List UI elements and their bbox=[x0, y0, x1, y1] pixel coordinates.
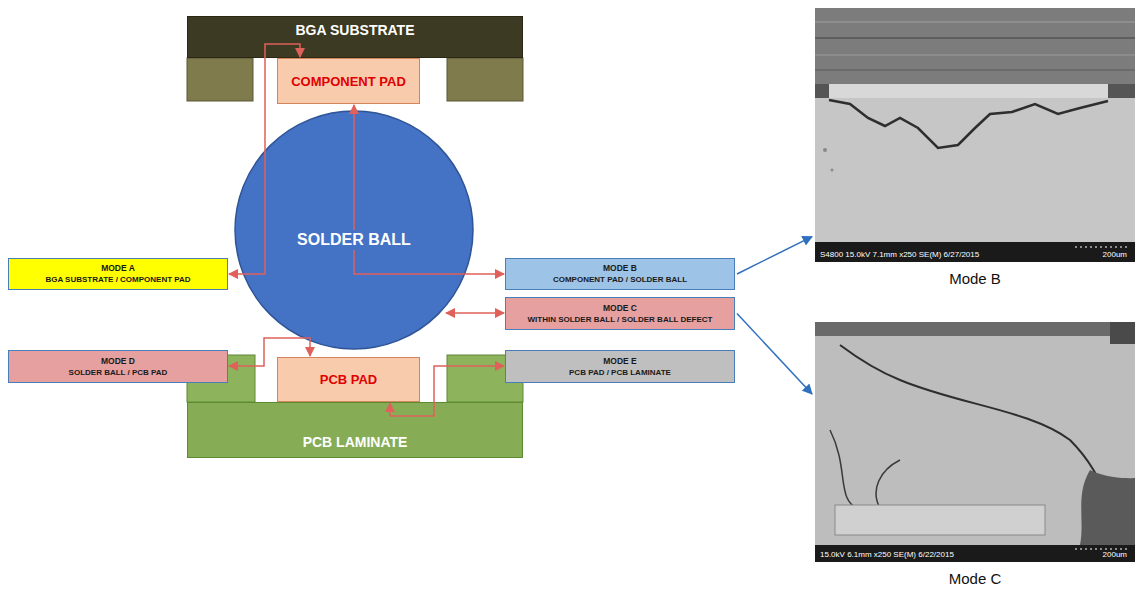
band-label: BGA SUBSTRATE bbox=[296, 22, 415, 38]
sem-info-bar bbox=[815, 545, 1135, 562]
mode-description: BGA SUBSTRATE / COMPONENT PAD bbox=[45, 274, 190, 285]
sem-image bbox=[815, 322, 1135, 562]
mode-title: MODE E bbox=[603, 356, 637, 367]
sem-mask bbox=[1108, 84, 1135, 98]
sem-info-bar bbox=[815, 242, 1135, 262]
mode-description: COMPONENT PAD / SOLDER BALL bbox=[553, 274, 687, 285]
mode-title: MODE A bbox=[101, 263, 135, 274]
sem-image: 15.0kV 6.1mm x250 SE(M) 6/22/2015200umMo… bbox=[815, 322, 1135, 562]
mode-box: MODE DSOLDER BALL / PCB PAD bbox=[8, 350, 228, 383]
connector-arrow bbox=[737, 314, 812, 395]
sem-layer bbox=[815, 8, 1135, 92]
mode-description: WITHIN SOLDER BALL / SOLDER BALL DEFECT bbox=[527, 314, 712, 325]
image-caption: Mode C bbox=[949, 570, 1002, 587]
crack-line bbox=[829, 100, 1108, 148]
sem-pad bbox=[815, 84, 1135, 98]
laminate-band: PCB LAMINATE bbox=[187, 402, 523, 458]
mode-title: MODE D bbox=[101, 356, 135, 367]
sem-mask bbox=[1110, 322, 1135, 344]
leader-line bbox=[229, 338, 310, 366]
sem-pad bbox=[835, 505, 1045, 535]
mode-title: MODE C bbox=[603, 303, 637, 314]
sem-ground bbox=[815, 8, 1135, 262]
scale-label: 200um bbox=[1103, 250, 1127, 259]
leader-line bbox=[446, 312, 504, 314]
sem-mask bbox=[815, 84, 829, 98]
void-dot bbox=[831, 169, 834, 172]
mode-description: PCB PAD / PCB LAMINATE bbox=[569, 367, 671, 378]
sem-info-text: S4800 15.0kV 7.1mm x250 SE(M) 6/27/2015 bbox=[820, 250, 979, 259]
leader-line bbox=[229, 44, 300, 274]
sem-info-text: 15.0kV 6.1mm x250 SE(M) 6/22/2015 bbox=[820, 550, 954, 559]
sem-caption-row: Mode C bbox=[815, 570, 1135, 587]
mode-box: MODE BCOMPONENT PAD / SOLDER BALL bbox=[505, 258, 735, 290]
leader-line bbox=[354, 105, 504, 274]
sem-streak bbox=[815, 22, 1135, 23]
component-pad: COMPONENT PAD bbox=[277, 58, 420, 104]
sem-streak bbox=[815, 69, 1135, 71]
substrate-band: BGA SUBSTRATE bbox=[187, 16, 523, 58]
mode-description: SOLDER BALL / PCB PAD bbox=[69, 367, 168, 378]
crack-line bbox=[830, 430, 900, 510]
pad-label: COMPONENT PAD bbox=[291, 74, 406, 89]
sem-layer bbox=[815, 322, 1135, 336]
scale-bar bbox=[1075, 549, 1128, 550]
void-dot bbox=[823, 148, 827, 152]
connector-arrow bbox=[737, 237, 812, 274]
sem-info-row: S4800 15.0kV 7.1mm x250 SE(M) 6/27/2015 2… bbox=[820, 250, 1127, 259]
solder-ball: SOLDER BALL bbox=[234, 110, 474, 350]
scale-label: 200um bbox=[1103, 550, 1127, 559]
solder-mask bbox=[187, 58, 253, 101]
scale-bar bbox=[1075, 247, 1128, 248]
sem-image bbox=[815, 8, 1135, 262]
image-caption: Mode B bbox=[949, 270, 1001, 287]
mode-box: MODE ABGA SUBSTRATE / COMPONENT PAD bbox=[8, 258, 228, 290]
band-label: PCB LAMINATE bbox=[303, 434, 408, 450]
mode-box: MODE CWITHIN SOLDER BALL / SOLDER BALL D… bbox=[505, 297, 735, 330]
ball-label: SOLDER BALL bbox=[293, 230, 415, 250]
sem-info-row: 15.0kV 6.1mm x250 SE(M) 6/22/2015 200um bbox=[820, 550, 1127, 559]
sem-streak bbox=[815, 37, 1135, 39]
sem-dark-area bbox=[1080, 470, 1135, 545]
sem-image: S4800 15.0kV 7.1mm x250 SE(M) 6/27/2015 2… bbox=[815, 8, 1135, 262]
crack-line bbox=[840, 345, 1108, 500]
leader-line bbox=[390, 366, 504, 416]
sem-streak bbox=[815, 55, 1135, 56]
mode-box: MODE EPCB PAD / PCB LAMINATE bbox=[505, 350, 735, 383]
pad-label: PCB PAD bbox=[320, 372, 378, 387]
sem-ground bbox=[815, 322, 1135, 562]
solder-mask bbox=[447, 58, 523, 101]
sem-caption-row: Mode B bbox=[815, 270, 1135, 287]
ball-circle bbox=[235, 111, 473, 349]
pcb-pad: PCB PAD bbox=[277, 357, 420, 402]
mode-title: MODE B bbox=[603, 263, 637, 274]
